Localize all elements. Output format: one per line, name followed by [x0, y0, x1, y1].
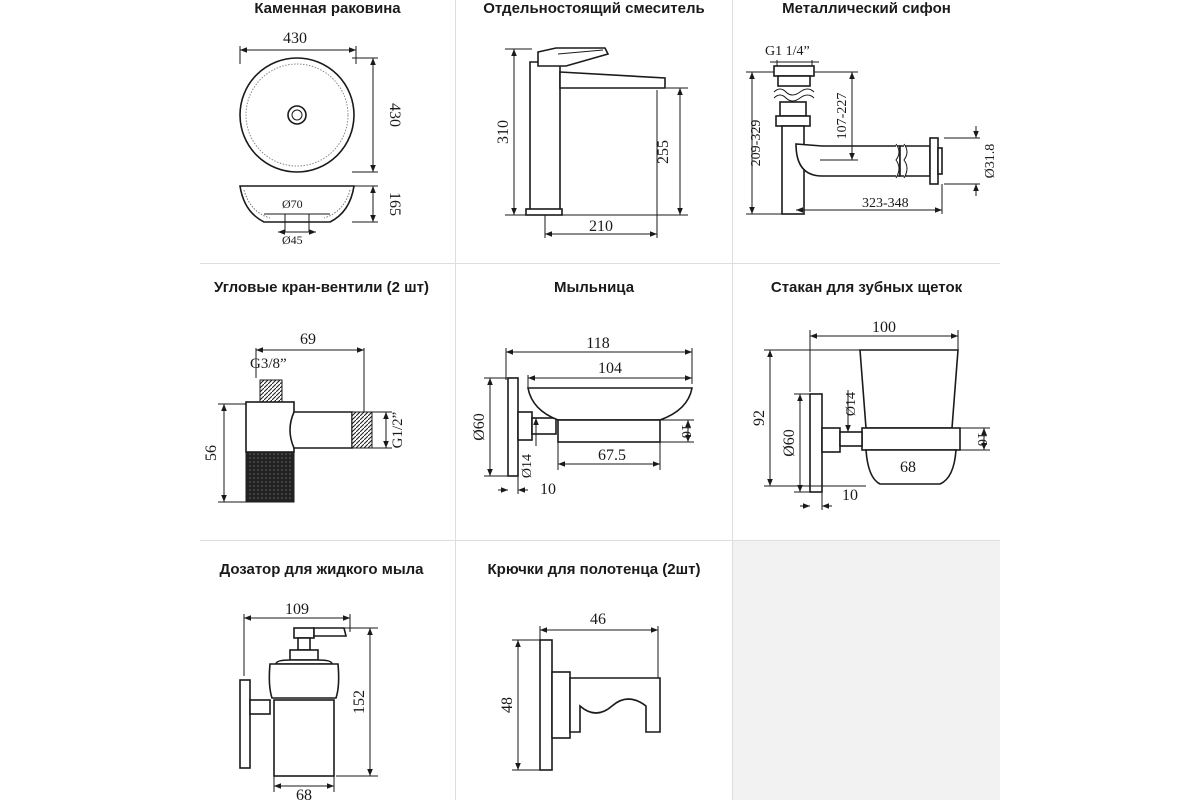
sink-drawing: 430 430 Ø70 Ø45 165 [239, 30, 403, 247]
title-sink: Каменная раковина [254, 0, 401, 17]
valve-thread-out-label: G1/2” [390, 412, 406, 449]
grid-divider-h2 [200, 540, 1000, 541]
siphon-drawing: G1 1/4” 209-329 107-227 323-348 Ø31.8 [746, 44, 998, 215]
soap-tray-label: 104 [598, 360, 622, 377]
title-valves: Угловые кран-вентили (2 шт) [214, 279, 429, 296]
grid-divider-v2 [732, 0, 733, 800]
hooks-drawing: 46 48 [499, 611, 661, 771]
soap-16-label: 16 [678, 424, 693, 438]
faucet-drawing: 310 255 210 [495, 47, 688, 238]
sink-width-label: 430 [283, 30, 307, 47]
glass-10-label: 10 [842, 487, 858, 504]
disp-width-label: 109 [285, 601, 309, 618]
glass-d60-label: Ø60 [781, 429, 798, 457]
hook-width-label: 46 [590, 611, 606, 628]
glass-68-label: 68 [900, 459, 916, 476]
glass-height-label: 92 [751, 410, 768, 426]
sink-side [239, 185, 355, 223]
title-soapdish: Мыльница [553, 279, 635, 296]
valves-drawing: G3/8” 69 56 G1/2” [203, 331, 406, 503]
siphon-diameter-label: Ø31.8 [983, 144, 998, 179]
valve-height-label: 56 [203, 445, 220, 461]
dispenser-drawing: 109 152 68 [239, 601, 378, 800]
empty-panel [733, 541, 1000, 800]
soap-total-label: 118 [586, 335, 609, 352]
grid-divider-h1 [200, 263, 1000, 264]
valve-length-label: 69 [300, 331, 316, 348]
siphon-thread-label: G1 1/4” [765, 44, 810, 59]
title-hooks: Крючки для полотенца (2шт) [487, 561, 701, 578]
glass-16-label: 16 [974, 432, 989, 446]
sink-depth-label: 430 [386, 103, 403, 127]
hook-height-label: 48 [499, 697, 516, 713]
title-glass: Стакан для зубных щеток [770, 279, 963, 296]
grid-divider-v1 [455, 0, 456, 800]
sink-d70-label: Ø70 [282, 197, 303, 211]
disp-base-label: 68 [296, 787, 312, 800]
faucet-spout-label: 255 [655, 140, 672, 164]
sink-d45-label: Ø45 [282, 233, 303, 247]
valve-thread-in-label: G3/8” [250, 356, 287, 372]
glass-drawing: 100 92 Ø60 Ø14 16 68 10 [751, 319, 990, 510]
glass-width-label: 100 [872, 319, 896, 336]
siphon-vertical-label: 209-329 [749, 120, 764, 167]
title-faucet: Отдельностоящий смеситель [483, 0, 705, 17]
faucet-height-label: 310 [495, 120, 512, 144]
glass-d14-label: Ø14 [844, 392, 859, 416]
title-dispenser: Дозатор для жидкого мыла [219, 561, 424, 578]
soap-d60-label: Ø60 [471, 413, 488, 441]
soapdish-drawing: 118 104 Ø60 Ø14 16 67.5 10 [471, 335, 694, 498]
sink-height-label: 165 [386, 192, 403, 216]
soap-10-label: 10 [540, 481, 556, 498]
soap-d14-label: Ø14 [520, 454, 535, 478]
faucet-reach-label: 210 [589, 218, 613, 235]
disp-height-label: 152 [351, 690, 368, 714]
title-siphon: Металлический сифон [782, 0, 951, 17]
siphon-horizontal-label: 323-348 [862, 196, 909, 211]
soap-675-label: 67.5 [598, 447, 626, 464]
siphon-adjust-label: 107-227 [835, 93, 850, 140]
